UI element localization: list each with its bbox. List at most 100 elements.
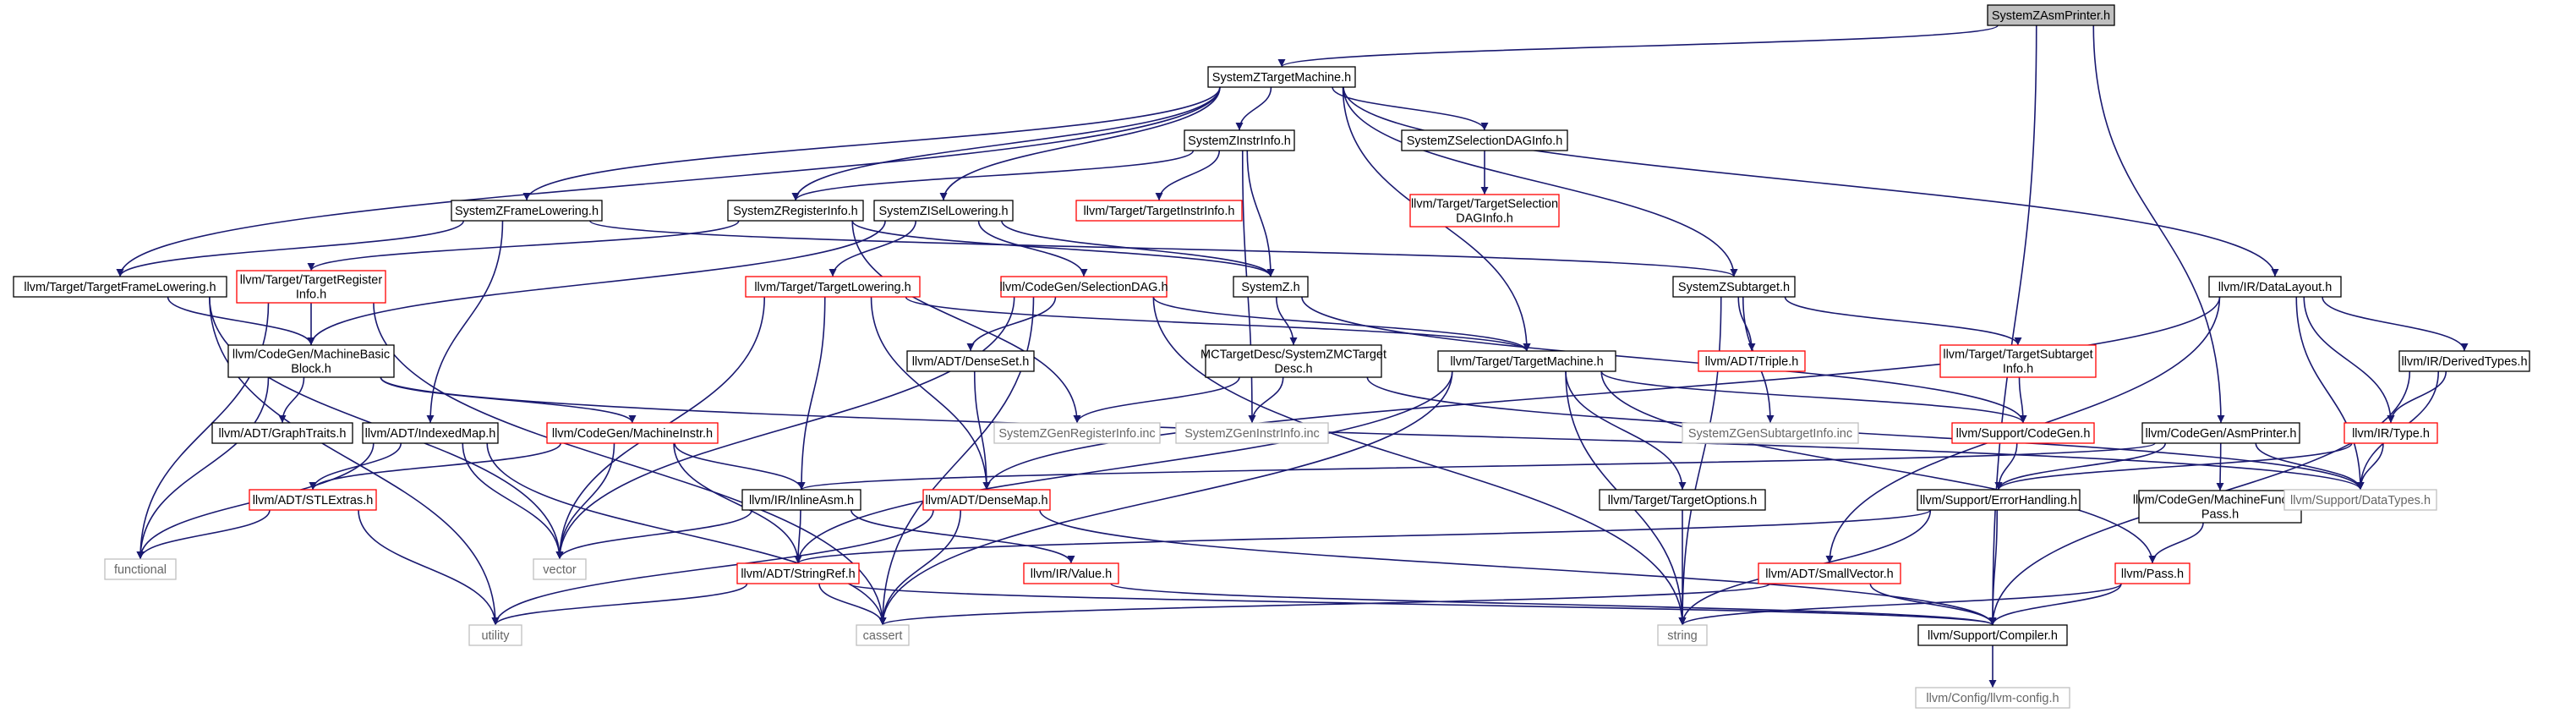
- node-registerinfo[interactable]: SystemZRegisterInfo.h: [727, 200, 864, 222]
- node-label-errorhandling: llvm/Support/ErrorHandling.h: [1920, 494, 2077, 507]
- node-box-systemz_h: [1233, 276, 1309, 298]
- node-box-ir_type: [2344, 422, 2438, 444]
- node-genregisterinfo: SystemZGenRegisterInfo.inc: [993, 422, 1161, 444]
- node-box-functional: [104, 558, 177, 580]
- edge-machineinstr-to-stlextras: [309, 442, 561, 491]
- node-isellowering[interactable]: SystemZISelLowering.h: [873, 200, 1014, 222]
- edge-target_targetmachine-to-cassert: [878, 370, 1453, 626]
- edge-datalayout-to-derivedtypes: [2322, 296, 2469, 352]
- edge-targetmachine-to-registerinfo: [791, 86, 1221, 201]
- node-cassert: cassert: [856, 624, 910, 646]
- edge-densemap-to-cassert: [878, 509, 962, 626]
- edge-targetmachine-to-isellowering: [939, 86, 1221, 201]
- node-label-systemz_h: SystemZ.h: [1241, 281, 1299, 294]
- edge-target_lowering-to-target_targetmachine: [905, 296, 1531, 352]
- node-compiler[interactable]: llvm/Support/Compiler.h: [1917, 624, 2068, 646]
- node-box-densemap: [922, 489, 1051, 511]
- node-instrinfo[interactable]: SystemZInstrInfo.h: [1184, 129, 1295, 151]
- node-label-gensubtargetinfo: SystemZGenSubtargetInfo.inc: [1688, 427, 1852, 441]
- node-box-target_seldaginfo: [1409, 194, 1560, 228]
- node-densemap[interactable]: llvm/ADT/DenseMap.h: [922, 489, 1051, 511]
- node-datalayout[interactable]: llvm/IR/DataLayout.h: [2208, 276, 2342, 298]
- node-targetoptions[interactable]: llvm/Target/TargetOptions.h: [1599, 489, 1766, 511]
- node-systemz_h[interactable]: SystemZ.h: [1233, 276, 1309, 298]
- edge-systemz_h-to-mctargetdesc: [1275, 296, 1298, 346]
- node-target_targetmachine[interactable]: llvm/Target/TargetMachine.h: [1437, 350, 1616, 372]
- node-target_lowering[interactable]: llvm/Target/TargetLowering.h: [745, 276, 921, 298]
- edge-framelowering-to-subtarget: [588, 220, 1738, 277]
- node-codegen_seldag[interactable]: llvm/CodeGen/SelectionDAG.h: [999, 276, 1168, 298]
- edge-machinebasicblock-to-functional: [136, 376, 270, 560]
- edge-ir_type-to-datatypes: [2356, 442, 2384, 491]
- edge-target_targetmachine-to-targetoptions: [1565, 370, 1687, 491]
- node-box-machineinstr: [546, 422, 719, 444]
- node-box-framelowering: [451, 200, 603, 222]
- edge-subtarget-to-string: [1678, 296, 1722, 626]
- edge-instrinfo-to-systemz_h: [1246, 150, 1275, 277]
- edge-codegen_seldag-to-cassert: [878, 296, 1035, 626]
- node-box-target_registerinfo: [236, 270, 386, 304]
- edge-stringref-to-compiler: [848, 583, 1996, 626]
- node-codegen_asmprinter[interactable]: llvm/CodeGen/AsmPrinter.h: [2141, 422, 2300, 444]
- node-ir_value[interactable]: llvm/IR/Value.h: [1023, 562, 1119, 584]
- node-graphtraits[interactable]: llvm/ADT/GraphTraits.h: [211, 422, 353, 444]
- node-support_codegen[interactable]: llvm/Support/CodeGen.h: [1951, 422, 2095, 444]
- node-box-targetmachine: [1207, 66, 1356, 88]
- node-derivedtypes[interactable]: llvm/IR/DerivedTypes.h: [2398, 350, 2530, 372]
- node-label-cassert: cassert: [863, 629, 903, 643]
- edge-codegen_asmprinter-to-machinefunctionpass: [2216, 442, 2224, 491]
- edge-errorhandling-to-stringref: [794, 509, 1932, 564]
- node-label-asmprinter_root: SystemZAsmPrinter.h: [1992, 9, 2110, 23]
- edge-targetmachine-to-framelowering: [522, 86, 1221, 201]
- node-label-target_targetmachine: llvm/Target/TargetMachine.h: [1450, 355, 1603, 369]
- node-box-gensubtargetinfo: [1682, 422, 1859, 444]
- node-llvm_config: llvm/Config/llvm-config.h: [1915, 687, 2070, 709]
- node-box-registerinfo: [727, 200, 864, 222]
- edge-instrinfo-to-target_instrinfo: [1155, 150, 1221, 201]
- node-label-indexedmap: llvm/ADT/IndexedMap.h: [365, 427, 496, 441]
- node-smallvector[interactable]: llvm/ADT/SmallVector.h: [1758, 562, 1901, 584]
- node-label-support_codegen: llvm/Support/CodeGen.h: [1956, 427, 2091, 441]
- node-target_instrinfo[interactable]: llvm/Target/TargetInstrInfo.h: [1075, 200, 1243, 222]
- node-label-ir_value: llvm/IR/Value.h: [1031, 568, 1112, 581]
- node-label-mctargetdesc-line-1: MCTargetDesc/SystemZMCTarget: [1200, 348, 1386, 362]
- node-targetmachine[interactable]: SystemZTargetMachine.h: [1207, 66, 1356, 88]
- node-box-geninstrinfo: [1175, 422, 1329, 444]
- node-label-target_subtargetinfo-line-1: llvm/Target/TargetSubtarget: [1943, 348, 2092, 362]
- node-indexedmap[interactable]: llvm/ADT/IndexedMap.h: [362, 422, 499, 444]
- node-stlextras[interactable]: llvm/ADT/STLExtras.h: [249, 489, 377, 511]
- node-inlineasm[interactable]: llvm/IR/InlineAsm.h: [741, 489, 861, 511]
- node-box-denseset: [906, 350, 1035, 372]
- node-adt_triple[interactable]: llvm/ADT/Triple.h: [1698, 350, 1806, 372]
- node-pass_h[interactable]: llvm/Pass.h: [2114, 562, 2190, 584]
- node-box-machinebasicblock: [227, 344, 395, 378]
- node-seldaginfo[interactable]: SystemZSelectionDAGInfo.h: [1401, 129, 1568, 151]
- node-target_framelowering[interactable]: llvm/Target/TargetFrameLowering.h: [13, 276, 227, 298]
- edge-targetmachine-to-subtarget: [1343, 86, 1738, 277]
- node-framelowering[interactable]: SystemZFrameLowering.h: [451, 200, 603, 222]
- nodes-layer: SystemZAsmPrinter.hSystemZTargetMachine.…: [13, 4, 2530, 709]
- node-label-geninstrinfo: SystemZGenInstrInfo.inc: [1184, 427, 1320, 441]
- node-box-genregisterinfo: [993, 422, 1161, 444]
- node-label-mctargetdesc-line-2: Desc.h: [1274, 363, 1312, 376]
- node-label-densemap: llvm/ADT/DenseMap.h: [925, 494, 1047, 507]
- node-denseset[interactable]: llvm/ADT/DenseSet.h: [906, 350, 1035, 372]
- node-asmprinter_root[interactable]: SystemZAsmPrinter.h: [1987, 4, 2115, 26]
- node-box-datalayout: [2208, 276, 2342, 298]
- node-label-codegen_seldag: llvm/CodeGen/SelectionDAG.h: [999, 281, 1168, 294]
- node-subtarget[interactable]: SystemZSubtarget.h: [1672, 276, 1796, 298]
- node-stringref[interactable]: llvm/ADT/StringRef.h: [736, 562, 860, 584]
- node-functional: functional: [104, 558, 177, 580]
- node-machineinstr[interactable]: llvm/CodeGen/MachineInstr.h: [546, 422, 719, 444]
- node-errorhandling[interactable]: llvm/Support/ErrorHandling.h: [1917, 489, 2081, 511]
- node-ir_type[interactable]: llvm/IR/Type.h: [2344, 422, 2438, 444]
- node-box-targetoptions: [1599, 489, 1766, 511]
- node-box-adt_triple: [1698, 350, 1806, 372]
- node-label-machinebasicblock-line-2: Block.h: [291, 363, 331, 376]
